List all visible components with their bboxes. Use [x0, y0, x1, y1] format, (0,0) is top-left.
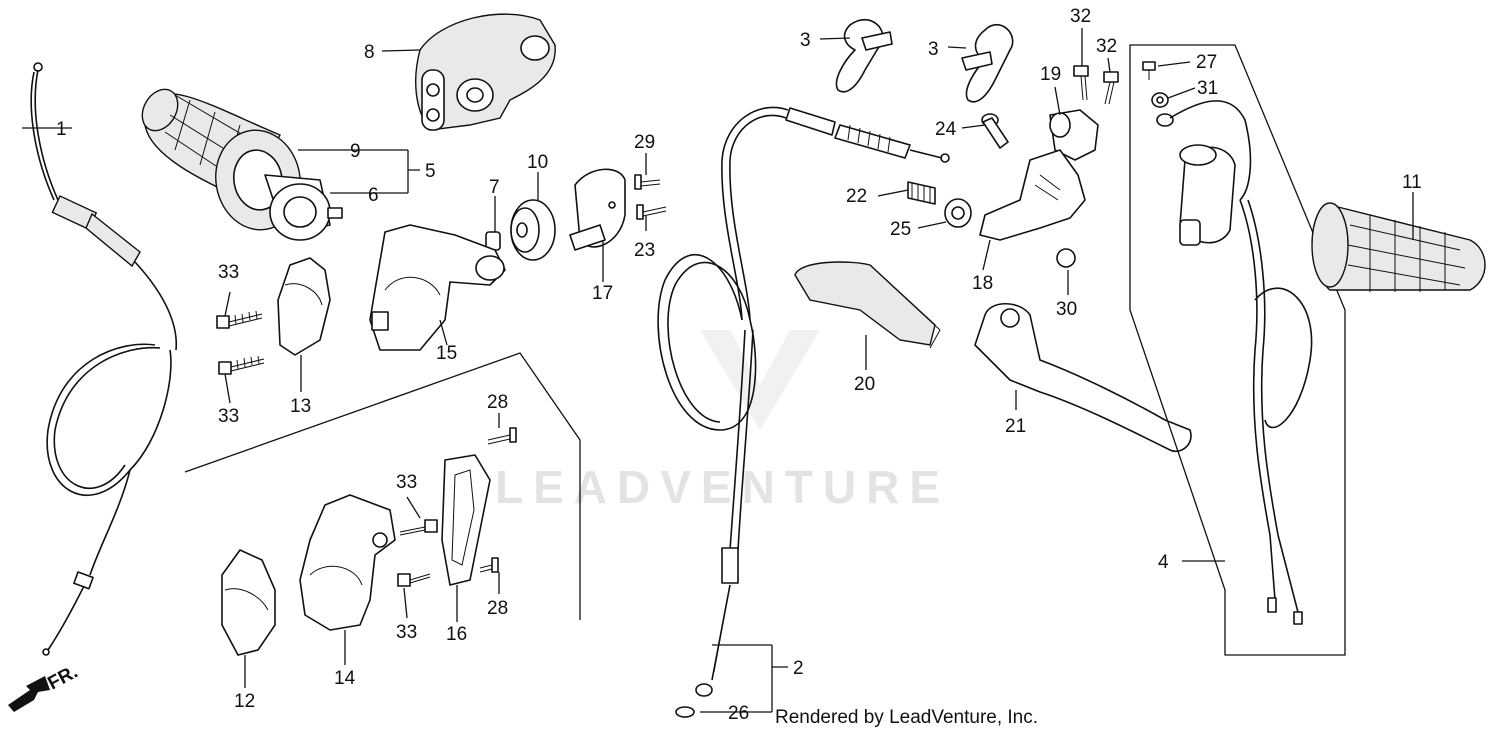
callout-33d: 33: [396, 622, 417, 643]
callout-32a: 32: [1070, 6, 1091, 27]
callout-9: 9: [350, 141, 361, 162]
bracket-19: [1049, 109, 1099, 161]
screw-29: [634, 174, 661, 190]
callout-10: 10: [527, 152, 548, 173]
lever-holder-18: [979, 149, 1086, 241]
callout-19: 19: [1040, 64, 1061, 85]
callout-21: 21: [1005, 416, 1026, 437]
front-arrow-icon: FR.: [8, 662, 81, 712]
lever-cover-20: [794, 261, 941, 349]
callout-23: 23: [634, 240, 655, 261]
cover-16: [441, 454, 491, 586]
callouts: 1 2 3 3 4 5 6 7 8 9 10 11 12 13 14 15 16…: [56, 6, 1422, 724]
screw-28-b: [479, 557, 499, 573]
screw-23: [636, 204, 667, 220]
callout-25: 25: [890, 219, 911, 240]
callout-11: 11: [1402, 172, 1422, 193]
callout-32b: 32: [1096, 36, 1117, 57]
callout-24: 24: [935, 119, 957, 140]
grip-11: [1311, 202, 1486, 292]
callout-22: 22: [846, 186, 867, 207]
throttle-cable: [30, 62, 178, 656]
direction-label: FR.: [44, 662, 81, 695]
callout-14: 14: [334, 668, 356, 689]
screw-27: [1142, 61, 1156, 80]
clamp-12: [221, 549, 276, 656]
group-outline: [184, 352, 581, 620]
callout-29: 29: [634, 132, 655, 153]
callout-28b: 28: [487, 598, 508, 619]
watermark-logo-icon: [700, 330, 820, 430]
callout-1: 1: [56, 119, 67, 140]
washer-31: [1151, 92, 1169, 108]
pulley-10: [510, 199, 556, 261]
holder-clamp-13: [277, 257, 331, 356]
bolt-24: [981, 113, 1009, 149]
callout-2: 2: [793, 658, 804, 679]
footer-credit: Rendered by LeadVenture, Inc.: [775, 707, 1038, 728]
bolt-33-c: [399, 519, 438, 536]
callout-15: 15: [436, 343, 457, 364]
throttle-holder-15: [369, 224, 506, 351]
callout-16: 16: [446, 624, 467, 645]
callout-7: 7: [489, 177, 500, 198]
callout-33b: 33: [218, 406, 239, 427]
callout-18: 18: [972, 273, 993, 294]
callout-27: 27: [1196, 52, 1217, 73]
throttle-housing: [415, 13, 556, 131]
watermark: LEADVENTURE: [495, 461, 950, 513]
nut-25: [944, 198, 972, 228]
throttle-grip: [141, 88, 343, 241]
callout-30: 30: [1056, 299, 1077, 320]
callout-6: 6: [368, 185, 379, 206]
callout-13: 13: [290, 396, 311, 417]
group-outline-right: [1129, 44, 1346, 656]
callout-5: 5: [425, 161, 436, 182]
bolt-33-d: [397, 573, 431, 587]
callout-12: 12: [234, 691, 255, 712]
adjuster-22: [907, 181, 936, 205]
clutch-lever-21: [974, 302, 1192, 452]
callout-31: 31: [1197, 78, 1218, 99]
callout-17: 17: [592, 283, 613, 304]
callout-3b: 3: [928, 39, 939, 60]
strap-3-a: [835, 18, 893, 93]
clutch-cable: [657, 106, 950, 718]
callout-4: 4: [1158, 552, 1169, 573]
callout-20: 20: [854, 374, 875, 395]
leader-lines: [22, 28, 1414, 713]
callout-8: 8: [364, 42, 375, 63]
throttle-cover-17: [569, 168, 626, 251]
nut-30: [1056, 248, 1076, 268]
callout-33a: 33: [218, 262, 239, 283]
strap-3-b: [961, 23, 1014, 103]
kill-switch-4: [1156, 100, 1313, 625]
callout-3a: 3: [800, 30, 811, 51]
bolt-32-b: [1103, 71, 1119, 105]
bolt-33-a: [216, 310, 263, 329]
holder-14: [299, 494, 396, 631]
callout-26: 26: [728, 703, 749, 724]
screw-28-a: [487, 427, 517, 445]
bolt-33-b: [218, 355, 265, 375]
callout-28a: 28: [487, 392, 508, 413]
callout-33c: 33: [396, 472, 417, 493]
bolt-32-a: [1073, 65, 1089, 101]
